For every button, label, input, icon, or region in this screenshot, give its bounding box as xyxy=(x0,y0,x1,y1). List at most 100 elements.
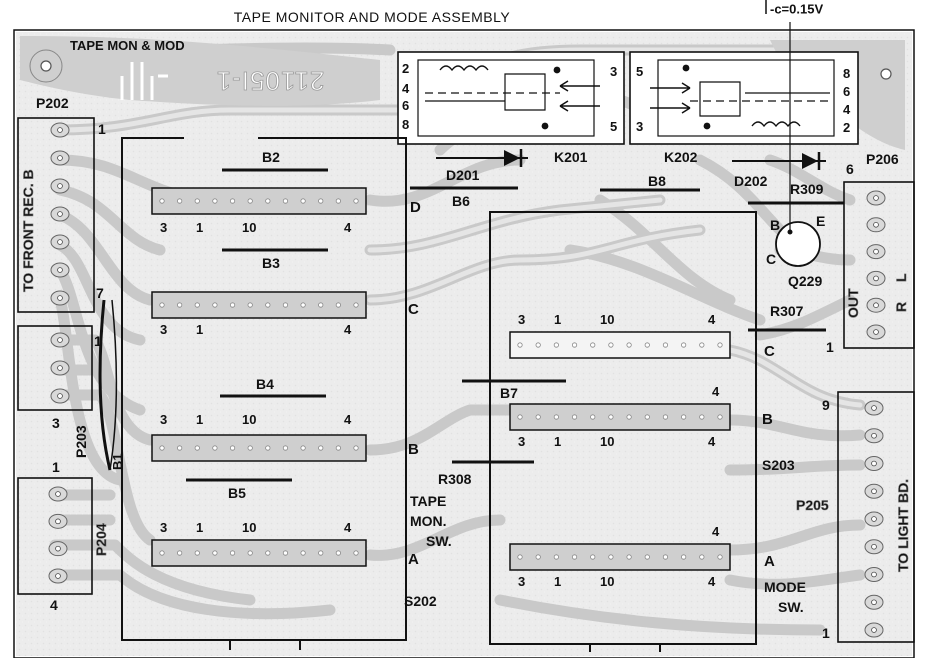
connector-pads xyxy=(48,122,886,638)
deck-pin-label: 1 xyxy=(196,520,203,535)
switch-lug xyxy=(194,445,200,451)
switch-lug xyxy=(699,414,705,420)
connector-p205 xyxy=(837,391,915,643)
p206-pad-hole xyxy=(873,302,879,309)
switch-lug xyxy=(681,342,687,348)
switch-lug xyxy=(300,445,306,451)
connector-p205-caption: TO LIGHT BD. xyxy=(895,479,911,572)
connector-p206-pin-end: 1 xyxy=(826,339,834,355)
switch-lug xyxy=(159,302,165,308)
switch-lug xyxy=(159,198,165,204)
connector-p202-label: P202 xyxy=(36,95,69,111)
switch-lug xyxy=(517,414,523,420)
p205-pad-hole xyxy=(871,516,877,522)
p205-pad-hole xyxy=(871,460,877,467)
relay-k201-label: K201 xyxy=(554,149,588,165)
switch-lug xyxy=(608,414,614,420)
diode-d202 xyxy=(732,152,826,170)
connector-p206 xyxy=(843,181,915,349)
switch-lug xyxy=(265,445,271,451)
diode-d201-label: D201 xyxy=(446,167,480,183)
switch-lug xyxy=(699,554,705,560)
deck-pin-label: 10 xyxy=(600,312,614,327)
p202-pad-hole xyxy=(57,267,63,273)
board-name: TAPE MON & MOD xyxy=(70,38,185,53)
deck-pin-label: 3 xyxy=(518,434,525,449)
switch-lug xyxy=(626,342,632,348)
connector-p203-label: P203 xyxy=(73,425,89,458)
connector-p206-caption-l: L xyxy=(893,273,909,282)
connector-p204-pin-start: 1 xyxy=(52,459,60,475)
switch-s203-outline xyxy=(489,211,757,652)
switch-lug xyxy=(318,302,324,308)
switch-lug xyxy=(247,302,253,308)
board-part-number: 21105I-1 xyxy=(216,66,325,96)
p206-pad-hole xyxy=(873,275,879,282)
switch-lug xyxy=(353,550,359,556)
p205-pad-hole xyxy=(871,627,877,633)
switch-lug xyxy=(517,554,523,560)
switch-lug xyxy=(644,554,650,560)
switch-lug xyxy=(247,445,253,451)
switch-lug xyxy=(194,550,200,556)
deck-letter: C xyxy=(764,343,775,360)
switch-lug xyxy=(265,302,271,308)
switch-lug xyxy=(247,550,253,556)
connector-p205-pin-end: 1 xyxy=(822,625,830,641)
switch-lug xyxy=(662,554,669,560)
deck-pin-label: 3 xyxy=(518,574,525,589)
switch-lug xyxy=(282,198,289,204)
switch-lug xyxy=(699,342,705,348)
switch-s203-label: S203 xyxy=(762,457,795,473)
deck-pin-label: 3 xyxy=(160,520,167,535)
p204-pad-hole xyxy=(55,573,61,579)
p205-pad-hole xyxy=(871,432,877,439)
k202-pin-6: 6 xyxy=(843,84,850,99)
transistor-emitter-label: E xyxy=(816,213,825,229)
k201-pin-5: 5 xyxy=(610,119,617,134)
switch-lug xyxy=(212,302,218,308)
k201-pin-2: 2 xyxy=(402,61,409,76)
p202-pad-hole xyxy=(57,183,63,189)
switch-lug xyxy=(335,445,341,451)
deck-pin-label: 1 xyxy=(554,434,561,449)
switch-lug xyxy=(553,414,559,420)
deck-letter: D xyxy=(410,199,421,216)
deck-letter: C xyxy=(408,301,419,318)
p205-pad-hole xyxy=(871,571,877,578)
connector-p203-pin-end: 3 xyxy=(52,415,60,431)
deck-pin-label: 3 xyxy=(518,312,525,327)
k202-pin-4: 4 xyxy=(843,102,851,117)
switch-s203-caption-1: MODE xyxy=(764,579,806,595)
deck-pin-label: 10 xyxy=(242,520,256,535)
deck-pin-label: 1 xyxy=(196,412,203,427)
p202-pad-hole xyxy=(57,155,63,161)
switch-lug xyxy=(318,445,324,451)
board-logo xyxy=(120,62,168,100)
k201-pin-3: 3 xyxy=(610,64,617,79)
switch-lug xyxy=(717,414,723,420)
p205-pad-hole xyxy=(871,405,877,411)
connector-p204-pin-end: 4 xyxy=(50,597,58,613)
switch-lug xyxy=(300,550,306,556)
switch-s202-caption-1: TAPE xyxy=(410,493,446,509)
deck-pin-label: 1 xyxy=(196,220,203,235)
deck-pin-label: 4 xyxy=(344,220,352,235)
connector-p202-pin-end: 7 xyxy=(96,285,104,301)
switch-s202-caption-2: MON. xyxy=(410,513,447,529)
switch-lug xyxy=(626,414,632,420)
switch-lug xyxy=(212,198,218,204)
switch-lug xyxy=(644,342,650,348)
p206-pad-hole xyxy=(873,195,879,201)
deck-pin-label: 3 xyxy=(160,322,167,337)
k201-pin-6: 6 xyxy=(402,98,409,113)
switch-lug xyxy=(535,342,541,348)
switch-lug xyxy=(590,554,596,560)
